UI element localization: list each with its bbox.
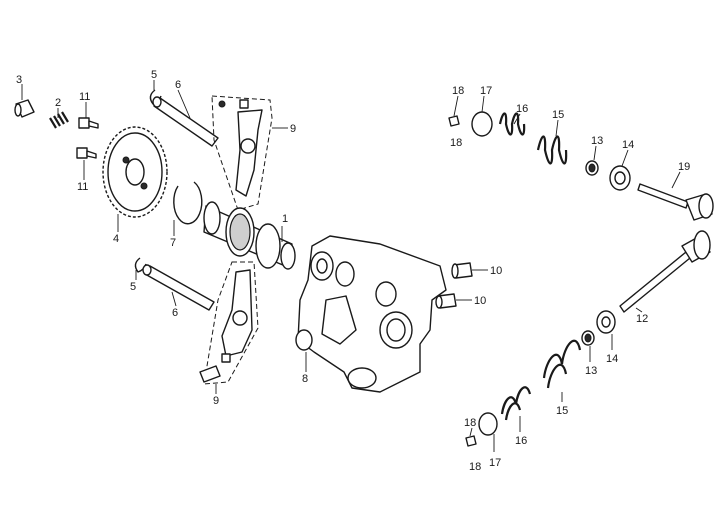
part-15-outer-spring-top [536,135,568,165]
callout-18-top-a: 18 [452,85,464,97]
part-11-bolt-bottom [76,147,97,159]
callout-4: 4 [113,233,119,245]
part-2-spring [49,111,69,129]
callout-14-top: 14 [622,139,634,151]
callout-10-bottom: 10 [474,295,486,307]
callout-13-bottom: 13 [585,365,597,377]
part-14-seat-bottom [596,310,616,334]
callout-10-top: 10 [490,265,502,277]
part-6-shaft-bottom [142,264,215,311]
callout-5-bottom: 5 [130,281,136,293]
callout-labels: 3 2 11 11 4 5 6 9 7 1 5 6 9 8 10 10 18 1… [16,69,690,473]
callout-9-top: 9 [290,123,296,135]
callout-6-top: 6 [175,79,181,91]
part-16-inner-spring-top [498,112,526,136]
callout-16-bottom: 16 [515,435,527,447]
callout-9-bottom: 9 [213,395,219,407]
callout-11-bottom: 11 [77,181,88,193]
part-10-dowel-top [451,262,473,279]
part-6-shaft-top [152,96,219,147]
part-3-plug [14,99,35,118]
callout-12: 12 [636,313,648,325]
part-9-rocker-arm-top [211,95,273,211]
callout-16-top: 16 [516,103,528,115]
part-1-camshaft [203,201,296,270]
callout-7: 7 [170,237,176,249]
callout-3: 3 [16,74,22,86]
part-11-bolt-top [78,117,99,129]
callout-19: 19 [678,161,690,173]
part-7-snap-ring [173,181,203,225]
part-18-keeper-top [448,115,460,127]
part-12-intake-valve [619,230,711,313]
callout-15-top: 15 [552,109,564,121]
callout-15-bottom: 15 [556,405,568,417]
part-18-keeper-bottom [465,435,477,447]
callout-8: 8 [302,373,308,385]
callout-1: 1 [282,213,288,225]
callout-18-top-b: 18 [450,137,462,149]
callout-17-top: 17 [480,85,492,97]
callout-18-bottom-a: 18 [464,417,476,429]
part-17-retainer-bottom [478,412,498,436]
part-4-sprocket [102,126,168,218]
callout-13-top: 13 [591,135,603,147]
part-8-cam-holder [295,235,447,393]
callout-18-bottom-b: 18 [469,461,481,473]
callout-6-bottom: 6 [172,307,178,319]
part-16-inner-spring-bottom [500,386,532,421]
part-14-seat-top [609,165,631,191]
callout-2: 2 [55,97,61,109]
part-15-outer-spring-bottom [542,339,582,389]
callout-5-top: 5 [151,69,157,81]
part-17-retainer-top [471,111,493,137]
part-10-dowel-bottom [435,293,457,309]
part-19-exhaust-valve [637,183,714,221]
leader-lines [21,80,681,452]
callout-17-bottom: 17 [489,457,501,469]
callout-14-bottom: 14 [606,353,618,365]
part-13-seal-top [585,160,599,176]
callout-11-top: 11 [79,91,90,103]
part-9-rocker-arm-bottom [199,261,259,385]
part-13-seal-bottom [581,330,595,346]
